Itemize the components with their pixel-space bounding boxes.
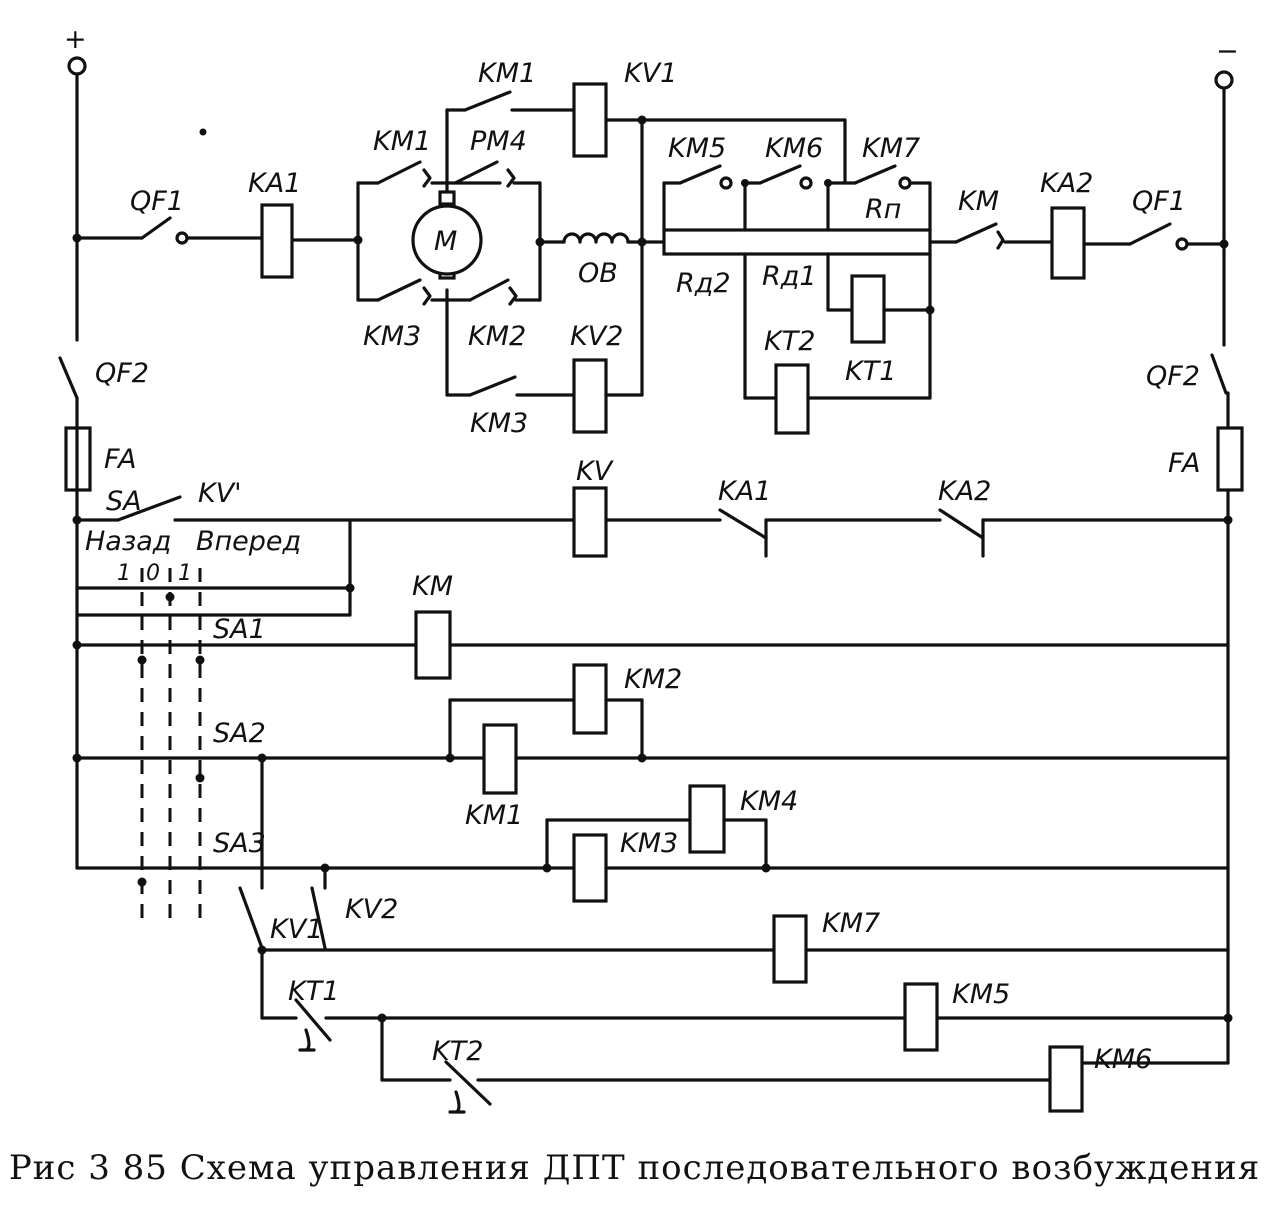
- ka2-label: KA2: [1040, 168, 1093, 199]
- rp-label: Rп: [865, 194, 901, 225]
- minus-label: −: [1216, 36, 1239, 67]
- fa-left-label: FA: [104, 444, 136, 475]
- km7-power-contact: [853, 164, 897, 185]
- kt2-coil: [774, 363, 810, 435]
- plus-label: +: [64, 24, 87, 55]
- km-coil: [414, 610, 452, 680]
- plus-terminal: [67, 56, 87, 76]
- km6-ctrl-label: KM6: [1094, 1044, 1152, 1075]
- starting-resistor: [662, 228, 932, 256]
- qf1-left-contact: [140, 216, 172, 240]
- km7-coil: [772, 914, 808, 984]
- km3-bridge-label: KM3: [363, 321, 421, 352]
- km4-bridge-contact: [453, 160, 499, 185]
- fa-right-fuse: [1216, 426, 1244, 492]
- sa-label: SA: [106, 486, 142, 517]
- km-main-contact: [954, 222, 998, 244]
- ka1-ctrl-label: KA1: [718, 476, 771, 507]
- fa-right-label: FA: [1168, 448, 1200, 479]
- vpered-label: Вперед: [196, 526, 301, 557]
- sa1-label: SA1: [213, 614, 266, 645]
- qf1-right-label: QF1: [1132, 186, 1186, 217]
- km7-ctrl-label: KM7: [822, 908, 880, 939]
- qf1-right-contact: [1128, 222, 1172, 246]
- kt1-coil: [850, 274, 886, 344]
- km4-coil: [688, 784, 726, 854]
- ka1-label: KA1: [248, 168, 301, 199]
- kv2-coil: [572, 358, 608, 434]
- sa2-label: SA2: [213, 718, 266, 749]
- km1-bridge-contact: [376, 160, 422, 185]
- kv2-top-label: KV2: [570, 321, 623, 352]
- km2-bridge-label: KM2: [468, 321, 526, 352]
- km3-ctrl-label: KM3: [620, 828, 678, 859]
- pos-1-right-label: 1: [178, 561, 192, 586]
- km1-top-contact: [463, 90, 512, 112]
- ka2-ctrl-label: KA2: [938, 476, 991, 507]
- kv-coil: [572, 486, 608, 558]
- kv-coil-label: KV: [576, 456, 615, 487]
- kv1-coil: [572, 82, 608, 158]
- km2-bridge-contact: [468, 278, 510, 302]
- km2-coil: [572, 663, 608, 735]
- km6-top-label: KM6: [765, 133, 823, 164]
- km7-top-label: KM7: [862, 133, 920, 164]
- km-main-label: KM: [958, 186, 999, 217]
- rd2-label: Rд2: [676, 268, 731, 299]
- km5-power-contact: [678, 164, 722, 185]
- kv2-ctrl-label: KV2: [345, 894, 398, 925]
- km6-coil: [1048, 1045, 1084, 1113]
- sa3-label: SA3: [213, 828, 266, 859]
- kt2-ctrl-label: KT2: [432, 1036, 483, 1067]
- figure-caption: Рис 3 85 Схема управления ДПТ последоват…: [8, 1148, 1261, 1188]
- ka1-coil: [260, 203, 294, 279]
- pos-1-left-label: 1: [117, 561, 131, 586]
- motor-armature: [411, 204, 483, 276]
- kv-contact: [116, 495, 182, 522]
- km5-ctrl-label: KM5: [952, 979, 1010, 1010]
- km3-lower-contact: [468, 375, 517, 397]
- qf2-right-contact: [1210, 353, 1228, 395]
- km4-ctrl-label: KM4: [740, 786, 798, 817]
- kv1-top-label: KV1: [624, 58, 677, 89]
- ka1-ctrl-contact: [718, 508, 768, 540]
- kv-contact-label: KV': [198, 478, 242, 509]
- kv2-ctrl-contact: [310, 886, 327, 950]
- km1-top-label: KM1: [478, 58, 536, 89]
- kt1-ctrl-contact: [294, 998, 332, 1042]
- ov-label: ОВ: [578, 258, 618, 289]
- nazad-label: Назад: [85, 526, 171, 557]
- qf2-left-label: QF2: [95, 358, 149, 389]
- kt2-ctrl-contact: [444, 1060, 492, 1106]
- motor-label: M: [434, 226, 457, 257]
- km1-coil: [482, 723, 518, 795]
- km3-kv2-label: KM3: [470, 408, 528, 439]
- kv1-ctrl-label: KV1: [270, 914, 323, 945]
- km3-bridge-contact: [376, 278, 422, 302]
- series-field-winding: [562, 232, 630, 244]
- minus-terminal: [1214, 70, 1234, 90]
- kt2-top-label: KT2: [764, 326, 815, 357]
- km5-coil: [903, 982, 939, 1052]
- km3-coil: [572, 833, 608, 903]
- km2-ctrl-label: KM2: [624, 664, 682, 695]
- ka2-ctrl-contact: [938, 508, 985, 540]
- pos-0-label: 0: [146, 561, 160, 586]
- qf1-left-label: QF1: [130, 186, 184, 217]
- control-circuit-diagram: + − QF1 KA1 KM1 PM4 KM3 KM2 M KM1 K: [58, 24, 1244, 1114]
- km6-power-contact: [758, 164, 802, 185]
- km5-top-label: KM5: [668, 133, 726, 164]
- km1-ctrl-label: KM1: [465, 800, 523, 831]
- km1-bridge-label: KM1: [373, 126, 431, 157]
- km-ctrl-label: KM: [412, 571, 453, 602]
- kt1-top-label: KT1: [845, 356, 896, 387]
- kt1-ctrl-label: KT1: [288, 976, 339, 1007]
- km4-bridge-label: PM4: [470, 126, 527, 157]
- qf2-right-label: QF2: [1146, 361, 1200, 392]
- qf2-left-contact: [58, 356, 79, 400]
- kv1-ctrl-contact: [238, 886, 264, 950]
- rd1-label: Rд1: [762, 261, 817, 292]
- ka2-coil: [1050, 206, 1086, 280]
